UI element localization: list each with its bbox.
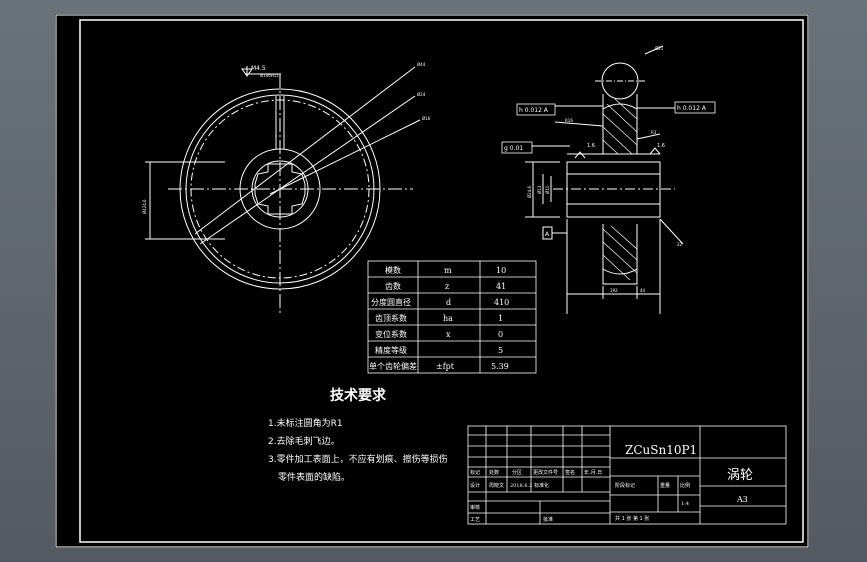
technical-requirements: 技术要求 1.未标注圆角为R1 2.去除毛刺飞边。 3.零件加工表面上，不应有划… (268, 387, 448, 483)
part-name: 涡轮 (727, 468, 753, 483)
dim-d106: Ø106H11 (260, 73, 279, 78)
scale-value: 1:4 (681, 501, 689, 507)
dim-r3: R3 (651, 130, 657, 135)
tb-date: 2018.6.2 (510, 483, 532, 489)
datum-a: A (545, 231, 550, 238)
param-val: 10 (496, 266, 506, 275)
tb-process-label: 工艺 (470, 517, 480, 523)
stage-label: 阶段标记 (615, 482, 635, 489)
dim-d24: Ø24 (417, 92, 426, 97)
front-view (145, 66, 421, 314)
dim-44: 44 (640, 288, 646, 293)
tb-label: 签名 (565, 469, 575, 476)
tb-designer: 周晓文 (489, 482, 504, 489)
scale-label: 比例 (680, 482, 690, 489)
tb-review-label: 审核 (470, 504, 480, 511)
dim-d21: Ø21 (655, 46, 664, 51)
roughness-1: 1.6 (587, 143, 595, 149)
param-val: 5.39 (491, 362, 509, 371)
parameter-table-text: 模数 m 10 齿数 z 41 分度圆直径 d 410 齿顶系数 ha 1 变位… (369, 265, 509, 371)
tech-title: 技术要求 (330, 387, 387, 404)
param-name: 变位系数 (375, 329, 407, 339)
drawing-canvas: M4.5 Ø106H11 Ø44 Ø24 Ø16 Ø424.6 (55, 14, 809, 548)
tb-designer-label: 设计 (470, 482, 480, 489)
weight-label: 重量 (660, 482, 670, 489)
dim-d16: Ø16 (422, 116, 431, 121)
tb-label: 分区 (512, 469, 522, 476)
dim-m45: M4.5 (251, 65, 266, 72)
tolerance-box-2 (674, 101, 716, 114)
param-sym: z (445, 282, 449, 291)
param-name: 齿顶系数 (375, 313, 407, 323)
outer-frame (55, 14, 809, 548)
tol-h2: h 0.012 A (677, 105, 707, 112)
param-sym: ha (443, 314, 453, 323)
tech-item: 1.未标注圆角为R1 (268, 417, 343, 429)
tb-label: 更改文件号 (533, 469, 558, 476)
roughness-2: 1.6 (657, 143, 665, 149)
tb-label: 标记 (470, 469, 480, 476)
dim-d4246: Ø424.6 (142, 199, 147, 214)
param-sym: m (444, 266, 452, 275)
dim-d44: Ø44 (417, 62, 426, 67)
tb-label: 年.月.日 (584, 469, 602, 476)
param-name: 分度圆直径 (371, 297, 411, 307)
dim-22: 22 (677, 242, 683, 247)
param-sym: ±fpt (436, 362, 455, 371)
title-block (467, 425, 787, 525)
param-sym: d (446, 298, 451, 307)
tolerance-box-1 (516, 103, 556, 116)
tb-approve-label: 批准 (543, 516, 553, 523)
title-block-text: ZCuSn10P1 涡轮 A3 1:4 共 1 张 第 1 张 阶段标记 重量 … (470, 443, 753, 523)
param-name: 模数 (385, 265, 401, 275)
material-label: ZCuSn10P1 (625, 443, 697, 457)
drawing-sheet: M4.5 Ø106H11 Ø44 Ø24 Ø16 Ø424.6 (55, 14, 809, 548)
tolerance-box-3 (501, 141, 533, 154)
inner-frame (79, 19, 804, 543)
dim-d11: Ø11 (545, 185, 550, 194)
param-val: 410 (494, 298, 509, 307)
dim-192: 192 (610, 288, 618, 293)
tech-item: 3.零件加工表面上，不应有划痕、擦伤等损伤 (268, 453, 448, 465)
param-val: 1 (498, 314, 503, 323)
param-sym: x (446, 330, 451, 339)
tol-g: g 0.01 (504, 145, 523, 152)
tech-item: 零件表面的缺陷。 (278, 471, 350, 483)
tb-label: 处数 (489, 469, 499, 476)
section-dim-labels: Ø21 h 0.012 A h 0.012 A g 0.01 R16 R3 1.… (501, 46, 716, 293)
tol-h1: h 0.012 A (519, 107, 549, 114)
param-name: 精度等级 (375, 345, 407, 355)
section-view (525, 45, 684, 314)
param-name: 齿数 (385, 281, 401, 291)
tb-std-label: 标准化 (534, 482, 549, 489)
param-val: 41 (496, 282, 506, 291)
param-val: 0 (498, 330, 503, 339)
parameter-table (367, 260, 537, 374)
front-dim-labels: M4.5 Ø106H11 Ø44 Ø24 Ø16 Ø424.6 (142, 62, 431, 214)
param-name: 单个齿轮偏差 (369, 361, 417, 371)
dim-r16: R16 (565, 118, 573, 123)
page-count: 共 1 张 第 1 张 (615, 515, 649, 522)
dim-d13: Ø13 (537, 185, 542, 194)
tech-item: 2.去除毛刺飞边。 (268, 435, 340, 447)
dim-d246: Ø24.6 (527, 185, 532, 198)
param-val: 5 (498, 346, 503, 355)
sheet-size: A3 (736, 495, 748, 504)
